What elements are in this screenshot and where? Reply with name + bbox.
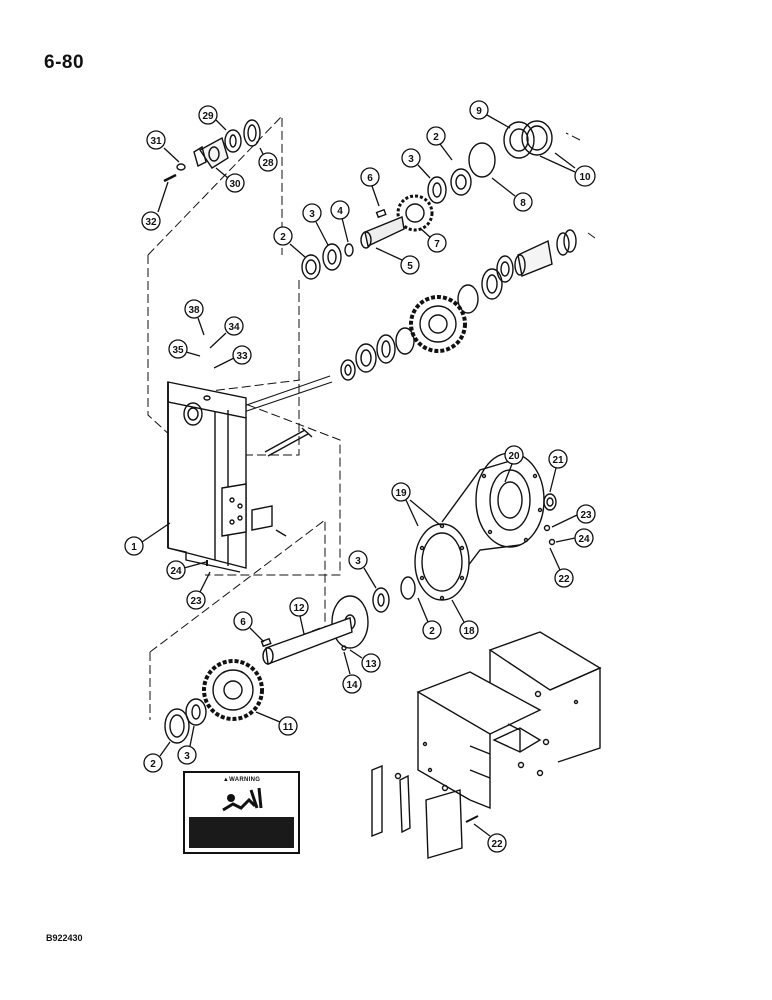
callout-19: 19 — [391, 482, 441, 527]
svg-text:28: 28 — [262, 158, 274, 169]
callout-11: 11 — [255, 711, 298, 736]
figure-code: B922430 — [46, 933, 83, 943]
callout-14: 14 — [342, 651, 362, 694]
svg-text:33: 33 — [236, 351, 248, 362]
svg-text:23: 23 — [190, 596, 202, 607]
svg-text:29: 29 — [202, 111, 214, 122]
middle-shaft-assembly — [237, 229, 577, 415]
reference-lines — [147, 114, 596, 720]
svg-text:9: 9 — [476, 106, 482, 117]
callout-bubbles: 29 28 31 30 32 9 10 2 8 3 7 6 4 3 2 5 38… — [124, 100, 596, 853]
svg-text:6: 6 — [367, 173, 373, 184]
svg-text:3: 3 — [184, 751, 190, 762]
svg-text:3: 3 — [309, 209, 315, 220]
callout-12: 12 — [289, 597, 309, 635]
svg-text:2: 2 — [280, 232, 286, 243]
callout-13: 13 — [349, 649, 381, 673]
callout-2: 2 — [273, 226, 306, 258]
svg-text:22: 22 — [558, 574, 570, 585]
svg-text:4: 4 — [337, 206, 343, 217]
callout-1: 1 — [124, 522, 171, 556]
svg-text:18: 18 — [463, 626, 475, 637]
output-housing — [372, 452, 557, 613]
callout-6: 6 — [233, 611, 265, 643]
svg-text:13: 13 — [365, 659, 377, 670]
svg-text:35: 35 — [172, 345, 184, 356]
callout-30: 30 — [215, 167, 245, 193]
through-bolt — [264, 427, 313, 457]
page-number: 6-80 — [44, 52, 85, 73]
callout-21: 21 — [548, 449, 568, 493]
svg-text:24: 24 — [578, 534, 590, 545]
callout-31: 31 — [146, 130, 180, 163]
entanglement-hazard-icon — [222, 787, 263, 812]
callout-3: 3 — [401, 148, 431, 179]
callout-3: 3 — [302, 203, 329, 246]
callout-5: 5 — [375, 247, 420, 275]
callout-2: 2 — [426, 126, 453, 161]
svg-text:8: 8 — [520, 198, 526, 209]
svg-text:7: 7 — [434, 239, 440, 250]
svg-text:2: 2 — [150, 759, 156, 770]
callout-6: 6 — [360, 167, 380, 207]
svg-text:2: 2 — [429, 626, 435, 637]
svg-text:3: 3 — [408, 154, 414, 165]
gearcase-housing — [167, 381, 287, 573]
svg-text:6: 6 — [240, 617, 246, 628]
yoke-assembly — [163, 119, 261, 183]
svg-text:22: 22 — [491, 839, 503, 850]
callout-2: 2 — [143, 741, 171, 773]
callout-23: 23 — [551, 504, 596, 528]
svg-text:32: 32 — [145, 217, 157, 228]
shield-assembly — [371, 631, 602, 859]
callout-3: 3 — [348, 550, 377, 589]
svg-text:14: 14 — [346, 680, 358, 691]
lower-shaft-assembly — [164, 595, 369, 744]
callout-35: 35 — [168, 339, 201, 359]
svg-text:21: 21 — [552, 455, 564, 466]
callout-29: 29 — [198, 105, 227, 131]
upper-shaft-assembly — [301, 120, 553, 280]
callout-38: 38 — [184, 299, 205, 336]
callout-23: 23 — [186, 571, 211, 610]
callout-24: 24 — [555, 528, 594, 548]
svg-text:31: 31 — [150, 136, 162, 147]
callout-3: 3 — [177, 725, 197, 765]
callout-32: 32 — [141, 181, 169, 231]
callout-24: 24 — [166, 560, 207, 580]
callout-4: 4 — [330, 200, 350, 243]
callout-22: 22 — [549, 547, 574, 588]
callout-18: 18 — [451, 599, 479, 640]
callout-28: 28 — [258, 147, 278, 172]
callout-8: 8 — [491, 177, 533, 212]
svg-text:30: 30 — [229, 179, 241, 190]
svg-text:10: 10 — [579, 172, 591, 183]
svg-text:19: 19 — [395, 488, 407, 499]
svg-text:23: 23 — [580, 510, 592, 521]
svg-text:5: 5 — [407, 261, 413, 272]
svg-text:2: 2 — [433, 132, 439, 143]
svg-text:34: 34 — [228, 322, 240, 333]
warning-decal: ▲WARNING — [183, 771, 300, 854]
callout-33: 33 — [213, 345, 252, 369]
warning-decal-heading: ▲WARNING — [222, 777, 261, 783]
svg-text:1: 1 — [131, 542, 137, 553]
callout-2: 2 — [417, 597, 442, 640]
callout-9: 9 — [469, 100, 511, 129]
svg-text:24: 24 — [170, 566, 182, 577]
svg-text:3: 3 — [355, 556, 361, 567]
callout-10: 10 — [539, 152, 596, 187]
callout-22: 22 — [473, 823, 507, 853]
svg-text:11: 11 — [283, 722, 294, 733]
warning-decal-text-panel — [189, 817, 294, 848]
callout-20: 20 — [504, 445, 524, 483]
callout-7: 7 — [419, 227, 447, 253]
svg-text:12: 12 — [293, 603, 305, 614]
svg-text:20: 20 — [508, 451, 520, 462]
svg-text:38: 38 — [188, 305, 200, 316]
callout-34: 34 — [209, 316, 244, 349]
